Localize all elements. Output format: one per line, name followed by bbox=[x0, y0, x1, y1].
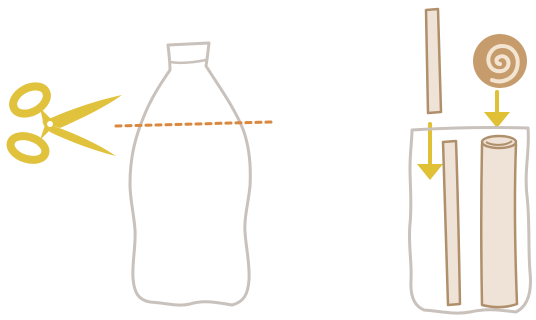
straight-stick bbox=[443, 141, 460, 305]
straight-stick bbox=[426, 9, 441, 113]
dashed-cut-line bbox=[116, 122, 272, 126]
down-arrow-icon bbox=[417, 124, 443, 180]
down-arrow-icon bbox=[484, 92, 510, 128]
bottle-outline bbox=[130, 43, 250, 305]
rolled-strip bbox=[473, 34, 527, 88]
scissors-icon bbox=[7, 81, 122, 164]
rolled-strip bbox=[481, 136, 517, 307]
